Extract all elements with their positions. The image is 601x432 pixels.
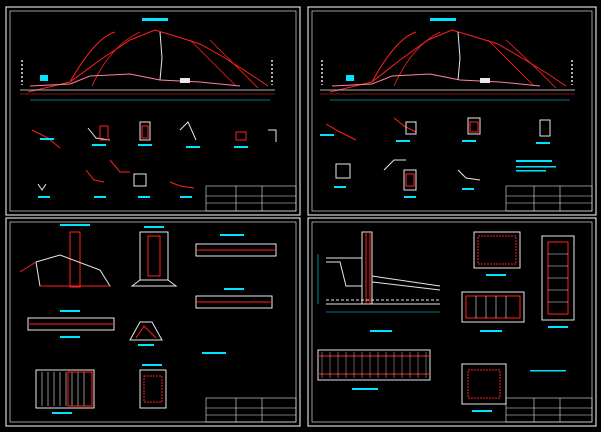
sheet-4-column-elevation xyxy=(541,235,575,328)
sheet-1-inner-frame xyxy=(9,10,297,212)
sheet-4-pit-reinforcement xyxy=(461,363,507,412)
sheet-3-wall-section xyxy=(19,224,111,288)
sheet-3-beam-section xyxy=(195,288,273,309)
sheet-3-arch-detail xyxy=(129,321,163,346)
sheet-2-title-block xyxy=(505,185,593,212)
sheet-4-bottom-slab-reinforcement xyxy=(317,349,431,390)
sheet-2 xyxy=(307,6,597,216)
sheet-4-wall-reinforcement xyxy=(317,231,441,332)
sheet-1-long-profile xyxy=(20,29,275,101)
sheet-3-title-block xyxy=(205,397,297,423)
sheet-1-title-bar xyxy=(142,18,168,21)
sheet-4-gate-pier-plan xyxy=(473,231,521,276)
sheet-3 xyxy=(5,217,301,427)
sheet-3-inner-frame xyxy=(9,221,297,423)
sheet-3-slab-plan xyxy=(195,234,277,257)
sheet-2-long-profile xyxy=(320,29,575,101)
sheet-4-title-block xyxy=(505,397,593,423)
sheet-4-gate-pier-section xyxy=(461,291,525,332)
sheet-3-note xyxy=(202,352,226,354)
sheet-2-inner-frame xyxy=(311,10,593,212)
sheet-4 xyxy=(307,217,597,427)
sheet-3-pier-elevation xyxy=(130,226,178,287)
sheet-3-grid-plan xyxy=(35,369,95,414)
sheet-4-inner-frame xyxy=(311,221,593,423)
sheet-1 xyxy=(5,6,301,216)
sheet-1-details xyxy=(31,121,277,198)
sheet-2-frame xyxy=(307,6,597,216)
sheet-2-title-bar xyxy=(430,18,456,21)
sheet-3-frame xyxy=(5,217,301,427)
sheet-2-details xyxy=(320,117,556,198)
sheet-4-note xyxy=(530,370,566,372)
sheet-3-pit-plan xyxy=(139,364,167,409)
sheet-3-longitudinal-section xyxy=(27,310,115,338)
sheet-4-frame xyxy=(307,217,597,427)
sheet-1-frame xyxy=(5,6,301,216)
sheet-1-title-block xyxy=(205,185,297,212)
